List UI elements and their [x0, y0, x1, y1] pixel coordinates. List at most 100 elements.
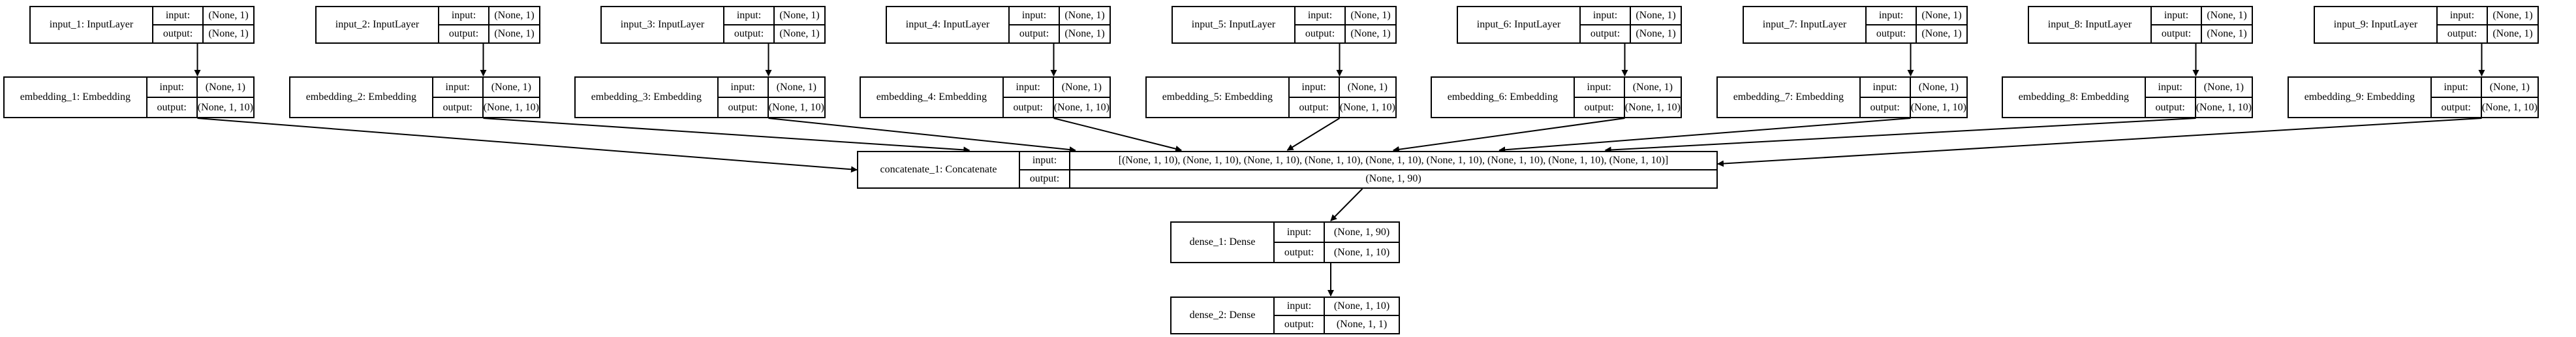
input-label: input:: [1010, 7, 1060, 24]
output-shape-value: (None, 1, 90): [1365, 173, 1421, 184]
input-shape-value: (None, 1): [1918, 81, 1959, 93]
layer-name: input_3: InputLayer: [602, 7, 724, 42]
input-shape-row: input:(None, 1): [1575, 78, 1681, 97]
input-label: input:: [1861, 78, 1911, 97]
output-label: output:: [2146, 98, 2196, 117]
input-shape-value: (None, 1): [1061, 81, 1102, 93]
output-shape-value: (None, 1, 10): [1624, 101, 1681, 113]
output-label: output:: [153, 25, 204, 42]
edge-embedding-1-to-concatenate-1: [197, 118, 858, 173]
output-shape-value: (None, 1): [494, 28, 535, 39]
input-label: input:: [2152, 7, 2202, 24]
input-shape-row: input:(None, 1): [2152, 7, 2252, 24]
input-shape-value: (None, 1): [1347, 81, 1388, 93]
output-label: output:: [1275, 243, 1325, 262]
input-label: input:: [1020, 152, 1070, 169]
output-shape-value: (None, 1): [1921, 28, 1962, 39]
input-label: input:: [439, 7, 489, 24]
output-label: output:: [724, 25, 775, 42]
layer-name: dense_1: Dense: [1172, 223, 1275, 262]
output-label: output:: [2152, 25, 2202, 42]
output-shape-row: output:(None, 1): [153, 24, 253, 42]
output-shape-value: (None, 1): [779, 28, 820, 39]
output-shape-row: output:(None, 1): [1581, 24, 1681, 42]
output-label: output:: [1290, 98, 1340, 117]
input-label: input:: [719, 78, 769, 97]
edge-concatenate-1-to-dense-1: [1330, 188, 1363, 221]
output-shape-value: (None, 1, 10): [1333, 246, 1390, 258]
input-label: input:: [2432, 78, 2482, 97]
input-shape-row: input:(None, 1): [153, 7, 253, 24]
output-shape-value: (None, 1, 10): [197, 101, 253, 113]
output-shape-value: (None, 1, 10): [768, 101, 824, 113]
layer-name: input_7: InputLayer: [1744, 7, 1867, 42]
layer-name: input_1: InputLayer: [31, 7, 153, 42]
output-label: output:: [1275, 316, 1325, 333]
layer-name: input_5: InputLayer: [1173, 7, 1296, 42]
output-shape-row: output:(None, 1, 10): [1574, 97, 1681, 117]
input-shape-value: [(None, 1, 10), (None, 1, 10), (None, 1,…: [1118, 155, 1669, 166]
output-shape-row: output: (None, 1, 10): [1275, 242, 1399, 262]
output-label: output:: [1867, 25, 1917, 42]
input-shape-value: (None, 1): [494, 10, 535, 21]
output-shape-row: output:(None, 1): [1010, 24, 1110, 42]
output-shape-value: (None, 1, 10): [483, 101, 539, 113]
output-shape-row: output:(None, 1, 10): [718, 97, 824, 117]
layer-name: input_4: InputLayer: [887, 7, 1010, 42]
input-shape-value: (None, 1): [2203, 81, 2244, 93]
input-shape-value: (None, 1): [2489, 81, 2530, 93]
output-shape-value: (None, 1, 10): [2196, 101, 2252, 113]
layer-name: dense_2: Dense: [1172, 298, 1275, 333]
edge-embedding-4-to-concatenate-1: [1053, 118, 1183, 152]
layer-name: embedding_8: Embedding: [2003, 78, 2146, 117]
output-label: output:: [719, 98, 769, 117]
output-label: output:: [1004, 98, 1054, 117]
edge-embedding-2-to-concatenate-1: [483, 118, 970, 153]
input-shape-value: (None, 1): [776, 81, 816, 93]
output-shape-value: (None, 1): [1350, 28, 1391, 39]
input-label: input:: [1275, 298, 1325, 315]
layer-name: embedding_3: Embedding: [576, 78, 719, 117]
edge-embedding-8-to-concatenate-1: [1604, 118, 2196, 153]
layer-name: input_2: InputLayer: [317, 7, 439, 42]
input-shape-value: (None, 1): [1632, 81, 1673, 93]
layer-name: embedding_5: Embedding: [1147, 78, 1290, 117]
output-label: output:: [1861, 98, 1911, 117]
input-label: input:: [1275, 223, 1325, 242]
input-label: input:: [153, 7, 204, 24]
output-shape-value: (None, 1, 10): [1339, 101, 1395, 113]
input-shape-row: input:(None, 1): [1004, 78, 1110, 97]
output-shape-row: output:(None, 1): [439, 24, 539, 42]
layer-name: embedding_7: Embedding: [1718, 78, 1861, 117]
output-shape-value: (None, 1, 10): [1910, 101, 1966, 113]
layer-name: embedding_1: Embedding: [5, 78, 147, 117]
output-shape-row: output:(None, 1, 10): [2431, 97, 2537, 117]
input-shape-value: (None, 1): [1350, 10, 1391, 21]
output-shape-value: (None, 1): [1636, 28, 1676, 39]
output-shape-value: (None, 1, 10): [1053, 101, 1110, 113]
output-shape-row: output:(None, 1, 10): [147, 97, 253, 117]
output-label: output:: [1575, 98, 1625, 117]
edge-embedding-6-to-concatenate-1: [1392, 118, 1625, 153]
output-label: output:: [147, 98, 198, 117]
input-shape-value: (None, 1): [1064, 10, 1105, 21]
input-label: input:: [433, 78, 484, 97]
output-shape-row: output:(None, 1, 10): [1860, 97, 1966, 117]
output-label: output:: [2438, 25, 2488, 42]
edge-embedding-9-to-concatenate-1: [1717, 118, 2482, 167]
layer-name: embedding_6: Embedding: [1432, 78, 1575, 117]
input-shape-row: input: (None, 1): [719, 78, 824, 97]
output-shape-row: output: (None, 1): [724, 24, 824, 42]
